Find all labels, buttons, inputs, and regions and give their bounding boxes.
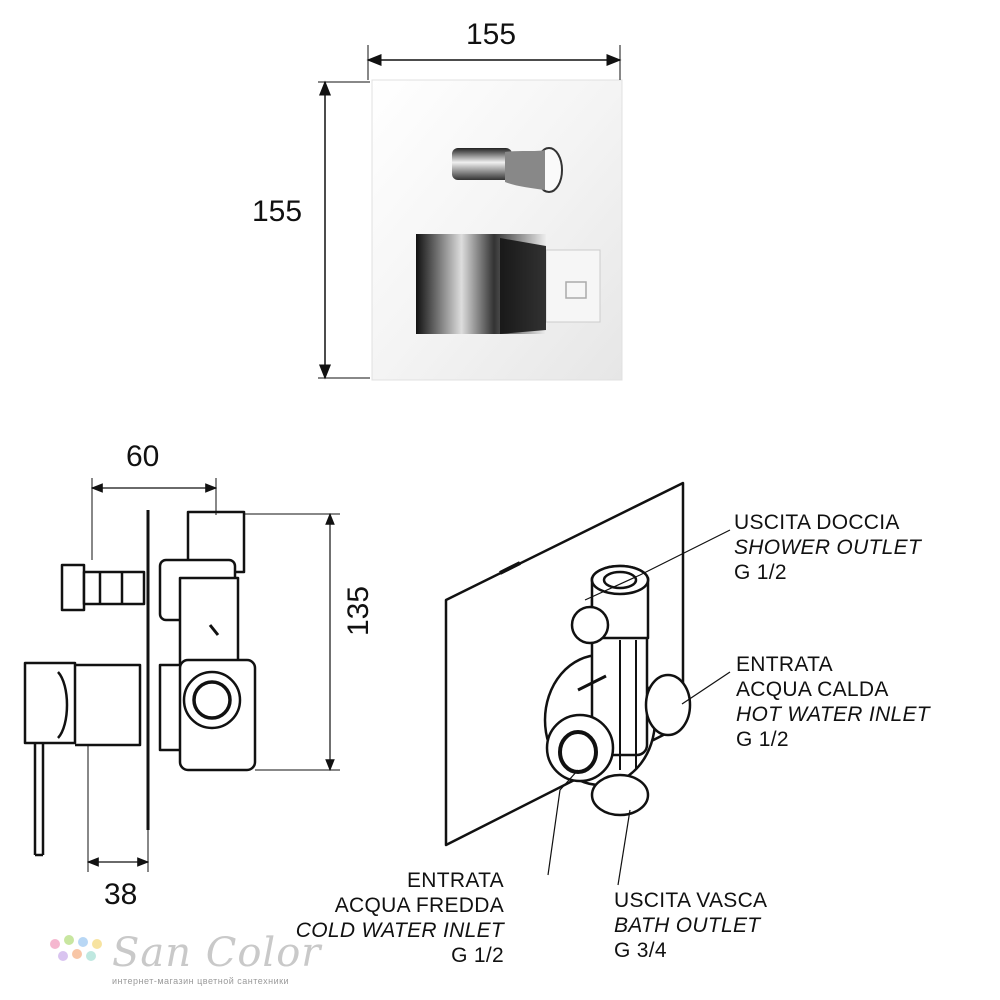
- brand-dots-logo: [50, 935, 102, 961]
- brand-name: San Color: [112, 930, 322, 976]
- dim-height: 135: [342, 585, 375, 636]
- label-line: G 1/2: [734, 561, 787, 584]
- dim-front-width: 155: [466, 18, 517, 51]
- mixer-lever: [416, 234, 601, 334]
- front-plate: [371, 79, 623, 381]
- label-line: G 1/2: [736, 728, 789, 751]
- label-line: BATH OUTLET: [614, 914, 761, 937]
- brand-tagline: интернет-магазин цветной сантехники: [112, 976, 290, 986]
- label-line: G 3/4: [614, 939, 667, 962]
- label-line: ENTRATA: [736, 653, 833, 676]
- label-hot-inlet: ENTRATA ACQUA CALDA HOT WATER INLET G 1/…: [736, 652, 930, 752]
- label-bath-outlet: USCITA VASCA BATH OUTLET G 3/4: [614, 888, 767, 963]
- dim-projection: 38: [104, 878, 138, 911]
- dim-front-height: 155: [252, 195, 303, 228]
- label-line: SHOWER OUTLET: [734, 536, 922, 559]
- label-line: ACQUA FREDDA: [334, 894, 504, 917]
- label-line: USCITA VASCA: [614, 889, 768, 912]
- label-line: ACQUA CALDA: [736, 678, 889, 701]
- label-line: USCITA DOCCIA: [734, 511, 900, 534]
- label-line: G 1/2: [451, 944, 504, 967]
- label-shower-outlet: USCITA DOCCIA SHOWER OUTLET G 1/2: [734, 510, 921, 585]
- logo-mark: [565, 281, 587, 299]
- label-line: COLD WATER INLET: [295, 919, 504, 942]
- label-line: HOT WATER INLET: [736, 703, 930, 726]
- diverter-knob: [452, 147, 563, 193]
- label-cold-inlet: ENTRATA ACQUA FREDDA COLD WATER INLET G …: [272, 868, 504, 968]
- dim-depth: 60: [126, 440, 160, 473]
- side-view: [23, 478, 340, 872]
- front-view: [318, 45, 623, 381]
- isometric-view: [444, 481, 731, 886]
- label-line: ENTRATA: [407, 869, 504, 892]
